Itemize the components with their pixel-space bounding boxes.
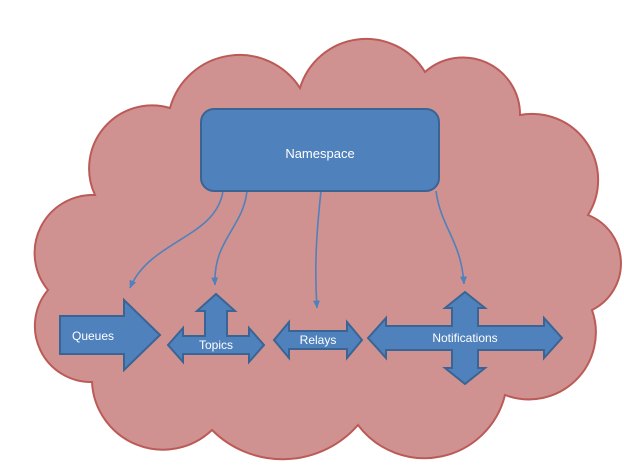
connector-namespace-relays (312, 190, 322, 309)
cloud-shape (33, 37, 622, 461)
notifications-node (366, 290, 564, 386)
notifications-label: Notifications (432, 331, 497, 345)
relays-label: Relays (300, 333, 337, 347)
namespace-label: Namespace (285, 146, 354, 161)
topics-label: Topics (199, 338, 233, 352)
connectors (129, 190, 467, 309)
queues-label: Queues (72, 329, 114, 343)
connector-namespace-topics (211, 190, 248, 286)
namespace-node (200, 108, 440, 192)
topics-node (166, 292, 266, 365)
connector-namespace-queues (129, 190, 224, 289)
connector-namespace-notifications (435, 190, 467, 285)
relays-node (272, 319, 364, 361)
queues-node (59, 297, 162, 373)
